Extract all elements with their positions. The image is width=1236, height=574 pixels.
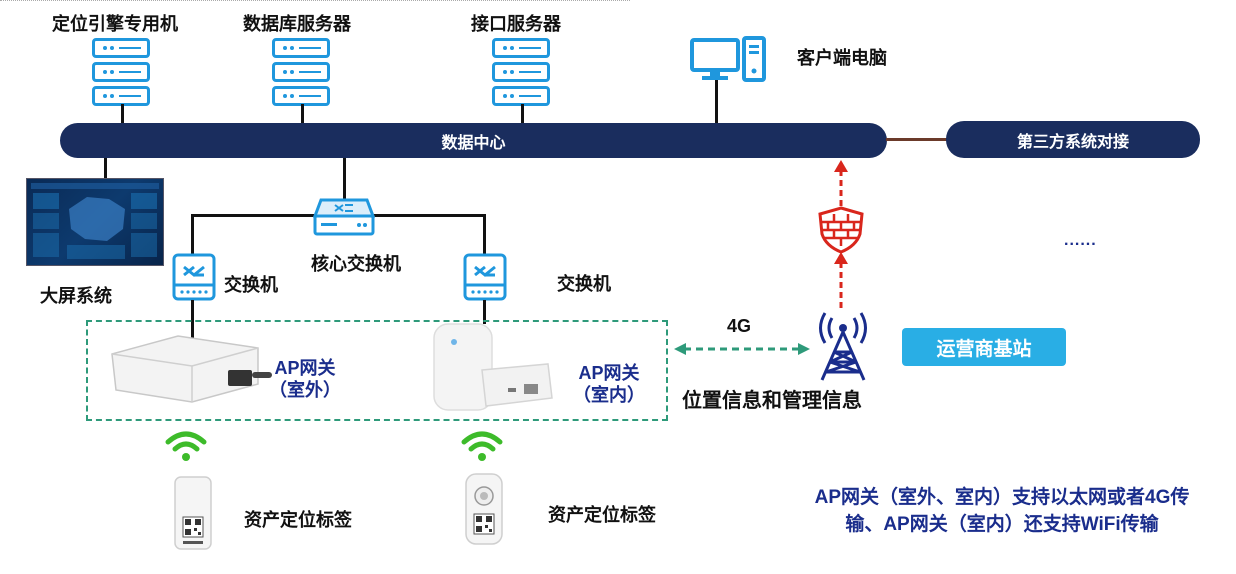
switch-right-icon bbox=[463, 253, 507, 301]
link-4g-arrow bbox=[672, 340, 812, 358]
ap-indoor-line2: （室内） bbox=[573, 385, 645, 405]
server-icon-interface bbox=[492, 38, 554, 106]
ellipsis: ...... bbox=[1064, 232, 1097, 249]
client-link bbox=[715, 80, 718, 124]
server-database-link bbox=[301, 104, 304, 124]
server-interface-link bbox=[521, 104, 524, 124]
server-label-interface: 接口服务器 bbox=[471, 14, 561, 34]
ap-indoor-line1: AP网关 bbox=[578, 363, 640, 383]
switch-right-label: 交换机 bbox=[557, 274, 611, 294]
server-engine-link bbox=[121, 104, 124, 124]
asset-tag-label-left: 资产定位标签 bbox=[244, 510, 352, 530]
cell-tower-icon bbox=[812, 310, 874, 382]
server-icon-engine bbox=[92, 38, 154, 106]
firewall-uplink-arrow bbox=[833, 160, 849, 208]
ap-outdoor-label: AP网关 （室外） bbox=[265, 357, 345, 401]
gateway-group-box bbox=[86, 320, 668, 421]
computer-icon bbox=[690, 36, 770, 84]
data-center-bus: 数据中心 bbox=[60, 123, 887, 158]
transmission-note-line1: AP网关（室外、室内）支持以太网或者4G传 bbox=[814, 487, 1190, 508]
server-label-engine: 定位引擎专用机 bbox=[52, 14, 178, 34]
tower-caption: 位置信息和管理信息 bbox=[682, 390, 862, 412]
ap-outdoor-line1: AP网关 bbox=[274, 358, 336, 378]
tower-uplink-arrow bbox=[833, 252, 849, 310]
core-switch-icon bbox=[312, 198, 376, 240]
wifi-icon-right bbox=[461, 430, 503, 464]
switch-left-icon bbox=[172, 253, 216, 301]
third-party-link bbox=[886, 138, 948, 141]
asset-tag-label-right: 资产定位标签 bbox=[548, 505, 656, 525]
asset-tag-device-left bbox=[173, 475, 213, 551]
server-icon-database bbox=[272, 38, 334, 106]
switch-right-uplink bbox=[483, 214, 486, 254]
transmission-note-line2: 输、AP网关（室内）还支持WiFi传输 bbox=[845, 514, 1159, 535]
core-switch-uplink bbox=[343, 158, 346, 202]
ap-indoor-device bbox=[432, 320, 556, 414]
big-screen-image bbox=[26, 178, 164, 266]
big-screen-label: 大屏系统 bbox=[40, 286, 112, 306]
base-station-badge: 运营商基站 bbox=[902, 328, 1066, 366]
firewall-icon bbox=[818, 206, 864, 254]
third-party-bus: 第三方系统对接 bbox=[946, 121, 1200, 158]
ap-outdoor-device bbox=[108, 332, 276, 406]
switch-left-label: 交换机 bbox=[224, 275, 278, 295]
switch-right-downlink bbox=[483, 300, 486, 324]
client-label: 客户端电脑 bbox=[797, 48, 887, 68]
server-label-database: 数据库服务器 bbox=[243, 14, 351, 34]
link-4g-label: 4G bbox=[727, 316, 752, 336]
switch-left-uplink bbox=[191, 214, 194, 254]
big-screen-link bbox=[104, 158, 107, 180]
asset-tag-device-right bbox=[464, 472, 504, 546]
top-border-line bbox=[0, 0, 630, 1]
wifi-icon-left bbox=[165, 430, 207, 464]
transmission-note: AP网关（室外、室内）支持以太网或者4G传 输、AP网关（室内）还支持WiFi传… bbox=[782, 484, 1222, 538]
ap-indoor-label: AP网关 （室内） bbox=[569, 362, 649, 406]
core-switch-label: 核心交换机 bbox=[311, 254, 401, 274]
ap-outdoor-line2: （室外） bbox=[269, 380, 341, 400]
